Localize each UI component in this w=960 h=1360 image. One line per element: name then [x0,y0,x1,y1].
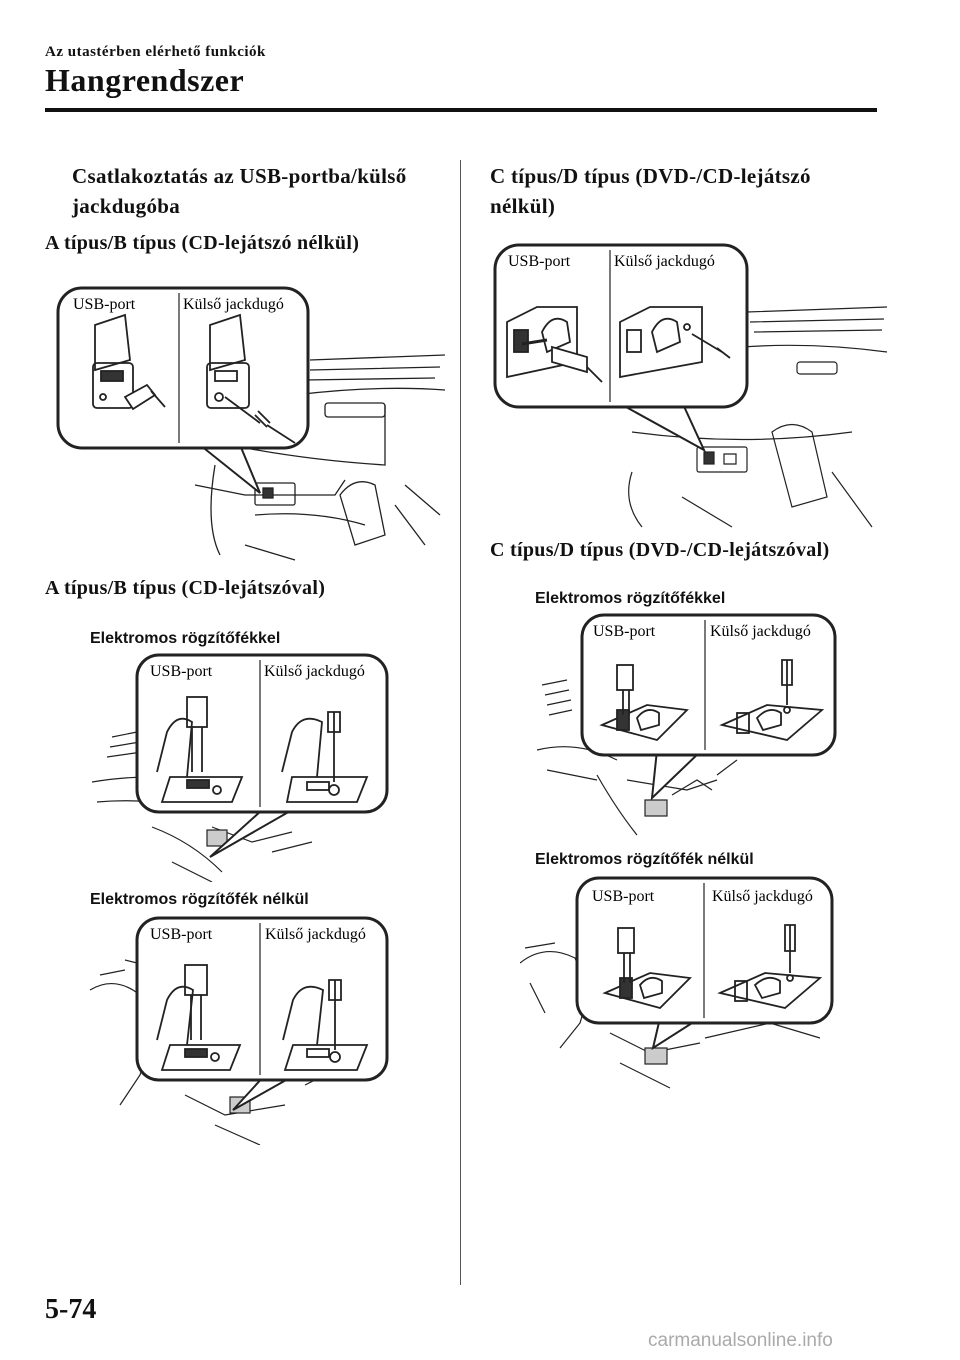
external-jack-label: Külső jackdugó [614,253,715,270]
external-jack-label: Külső jackdugó [710,623,811,640]
left-heading-line1: Csatlakoztatás az USB-portba/külső [72,164,407,188]
right-caption-with-brake: Elektromos rögzítőfékkel [535,590,726,607]
right-heading-line1: C típus/D típus (DVD-/CD-lejátszó [490,164,811,188]
usb-port-label: USB-port [150,926,213,943]
external-jack-label: Külső jackdugó [264,663,365,680]
external-jack-label: Külső jackdugó [265,926,366,943]
usb-port-label: USB-port [150,663,213,680]
usb-port-label: USB-port [593,623,656,640]
right-subheading-2: C típus/D típus (DVD-/CD-lejátszóval) [490,539,830,561]
illustration-cd-dvd-electric-brake: USB-port Külső jackdugó [537,613,837,836]
page-title: Hangrendszer [45,62,245,98]
illustration-cd-no-dvd: USB-port Külső jackdugó [493,243,888,528]
section-kicker: Az utastérben elérhető funkciók [45,44,266,60]
right-heading-line2: nélkül) [490,194,556,218]
usb-port-label: USB-port [592,888,655,905]
right-caption-without-brake: Elektromos rögzítőfék nélkül [535,851,754,868]
left-subheading-1: A típus/B típus (CD-lejátszó nélkül) [45,232,360,254]
illustration-cd-dvd-no-electric-brake: USB-port Külső jackdugó [520,876,834,1089]
illustration-ab-cd-electric-brake: USB-port Külső jackdugó [92,653,389,882]
external-jack-label: Külső jackdugó [712,888,813,905]
left-heading-line2: jackdugóba [72,194,181,218]
left-subheading-2: A típus/B típus (CD-lejátszóval) [45,577,326,599]
page-number: 5-74 [45,1294,97,1325]
illustration-ab-no-cd: USB-port Külső jackdugó [56,286,446,561]
watermark: carmanualsonline.info [648,1330,833,1351]
column-divider [460,160,461,1285]
external-jack-label: Külső jackdugó [183,296,284,313]
left-caption-without-brake: Elektromos rögzítőfék nélkül [90,891,309,908]
usb-port-label: USB-port [508,253,571,270]
left-caption-with-brake: Elektromos rögzítőfékkel [90,630,281,647]
usb-port-label: USB-port [73,296,136,313]
illustration-ab-cd-no-electric-brake: USB-port Külső jackdugó [89,916,389,1145]
title-rule [45,108,877,112]
